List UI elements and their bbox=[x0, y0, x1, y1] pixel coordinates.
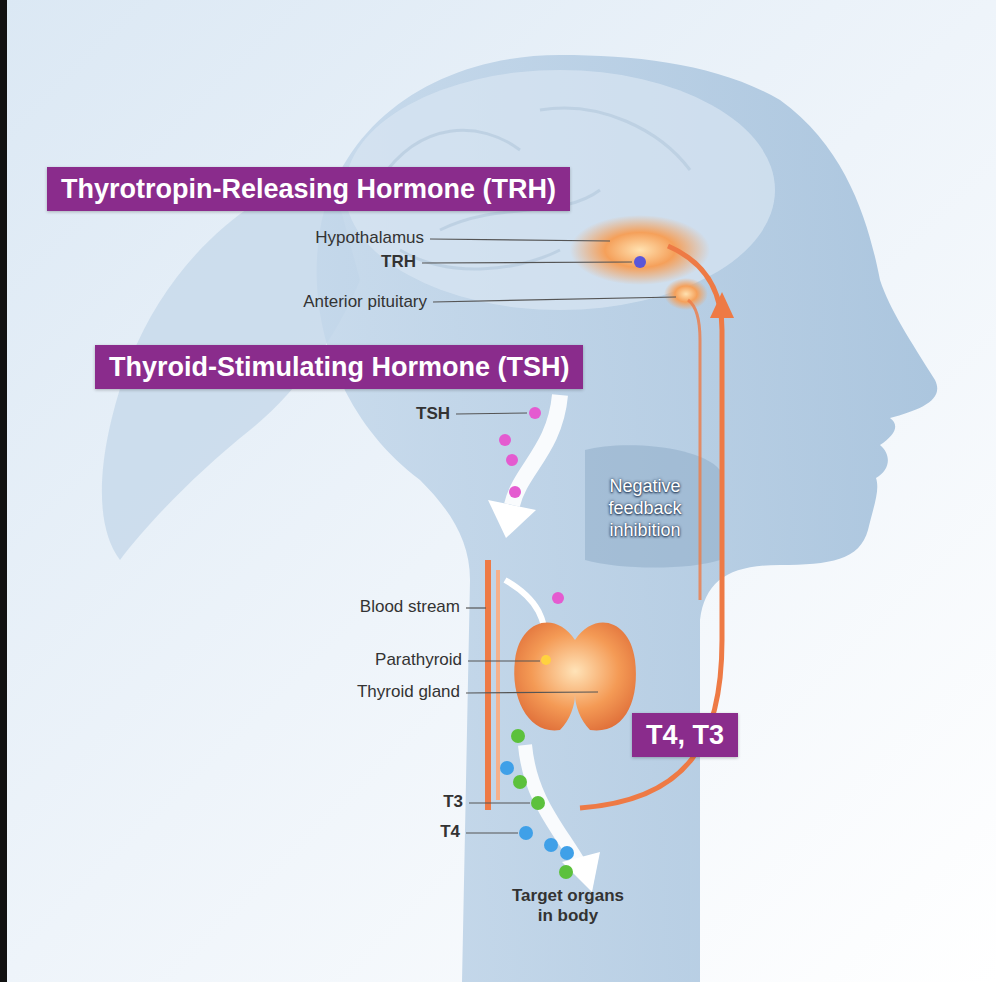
part-label: Parathyroid bbox=[375, 650, 462, 670]
part-label: Blood stream bbox=[360, 597, 460, 617]
hormone-banner: T4, T3 bbox=[632, 713, 738, 757]
hormone-label: TSH bbox=[416, 404, 450, 424]
banner-text: Thyrotropin-Releasing Hormone (TRH) bbox=[61, 174, 556, 204]
hormone-label: T4 bbox=[440, 822, 460, 842]
part-label: Thyroid gland bbox=[357, 682, 460, 702]
hormone-banner: Thyroid-Stimulating Hormone (TSH) bbox=[95, 345, 583, 389]
hormone-label: TRH bbox=[381, 252, 416, 272]
hormone-banner: Thyrotropin-Releasing Hormone (TRH) bbox=[47, 167, 570, 211]
banner-text: Thyroid-Stimulating Hormone (TSH) bbox=[109, 352, 569, 382]
part-label: Anterior pituitary bbox=[303, 292, 427, 312]
target-label: Target organs in body bbox=[506, 886, 630, 926]
feedback-note: Negative feedback inhibition bbox=[595, 475, 695, 541]
banner-text: T4, T3 bbox=[646, 720, 724, 750]
hormone-label: T3 bbox=[443, 792, 463, 812]
part-label: Hypothalamus bbox=[315, 228, 424, 248]
